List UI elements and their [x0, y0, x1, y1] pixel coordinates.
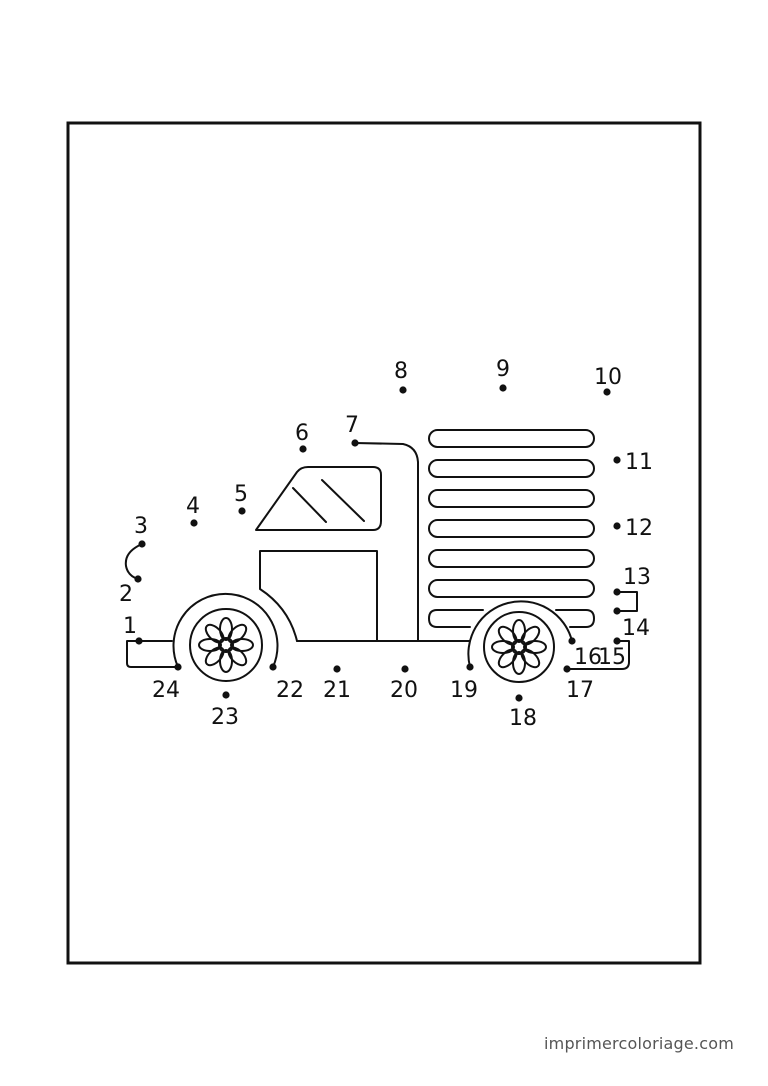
dot-label-2: 2	[119, 582, 133, 607]
dot-15	[613, 637, 621, 645]
dot-3	[138, 540, 146, 548]
slat	[428, 519, 595, 538]
dot-label-16: 16	[574, 645, 602, 670]
cab-window	[255, 466, 382, 531]
dot-22	[269, 663, 277, 671]
dot-label-5: 5	[234, 482, 248, 507]
dot-label-21: 21	[323, 678, 351, 703]
dot-19	[466, 663, 474, 671]
slat	[428, 549, 595, 568]
dot-label-7: 7	[345, 413, 359, 438]
rear-wheel-arch	[467, 600, 573, 668]
nose-curve	[124, 543, 143, 580]
dot-label-22: 22	[276, 678, 304, 703]
site-watermark: imprimercoloriage.com	[544, 1034, 734, 1053]
dot-24	[174, 663, 182, 671]
slat	[428, 429, 595, 448]
dot-label-18: 18	[509, 706, 537, 731]
dot-4	[190, 519, 198, 527]
dot-23	[222, 691, 230, 699]
slat-partial-end	[555, 609, 595, 628]
dot-label-10: 10	[594, 365, 622, 390]
rear-bracket	[616, 591, 638, 612]
dot-12	[613, 522, 621, 530]
rear-wheel-flower-icon	[491, 619, 547, 675]
rear-wheel-rim	[483, 611, 555, 683]
dot-label-12: 12	[625, 516, 653, 541]
slat	[428, 579, 595, 598]
dot-label-8: 8	[394, 359, 408, 384]
dot-label-23: 23	[211, 705, 239, 730]
dot-label-14: 14	[622, 616, 650, 641]
cab-door	[259, 550, 378, 642]
front-wheel	[172, 592, 279, 682]
dot-6	[299, 445, 307, 453]
dot-2	[134, 575, 142, 583]
rear-wheel	[467, 600, 573, 683]
dot-18	[515, 694, 523, 702]
dot-8	[399, 386, 407, 394]
slat	[428, 459, 595, 478]
dot-11	[613, 456, 621, 464]
dot-5	[238, 507, 246, 515]
cargo-slats	[428, 429, 595, 628]
dot-1	[135, 637, 143, 645]
window-glare-2	[321, 479, 365, 522]
slat	[428, 489, 595, 508]
dot-label-11: 11	[625, 450, 653, 475]
dot-label-17: 17	[566, 678, 594, 703]
slat-partial	[428, 609, 484, 628]
dot-label-13: 13	[623, 565, 651, 590]
dot-label-4: 4	[186, 494, 200, 519]
front-wheel-rim	[189, 608, 263, 682]
dot-10	[603, 388, 611, 396]
page-frame	[66, 121, 702, 965]
dot-label-1: 1	[123, 614, 137, 639]
dot-20	[401, 665, 409, 673]
truck-outline	[124, 429, 638, 683]
dot-13	[613, 588, 621, 596]
dot-17	[563, 665, 571, 673]
dot-label-6: 6	[295, 421, 309, 446]
dot-9	[499, 384, 507, 392]
front-wheel-flower-icon	[198, 617, 254, 673]
dot-14	[613, 607, 621, 615]
dot-label-15: 15	[598, 645, 626, 670]
rear-bumper	[566, 640, 630, 670]
dot-label-9: 9	[496, 357, 510, 382]
dot-label-3: 3	[134, 514, 148, 539]
dot-7	[351, 439, 359, 447]
dot-label-19: 19	[450, 678, 478, 703]
front-bumper	[126, 640, 179, 668]
front-wheel-arch	[172, 592, 279, 668]
dot-label-20: 20	[390, 678, 418, 703]
dot-16	[568, 637, 576, 645]
dot-label-24: 24	[152, 678, 180, 703]
cab-pillar	[354, 442, 419, 642]
window-glare-1	[292, 487, 327, 523]
dot-21	[333, 665, 341, 673]
